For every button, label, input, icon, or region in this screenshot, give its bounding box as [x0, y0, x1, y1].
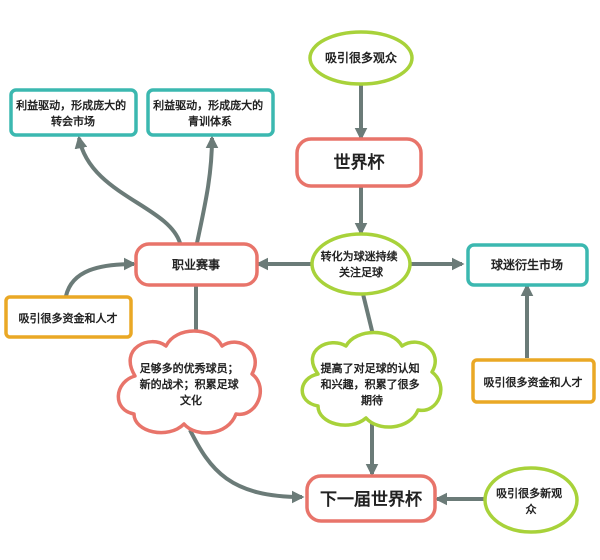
node-top-viewers-label: 吸引很多观众	[325, 50, 398, 65]
node-convert-fans-line-1: 转化为球迷持续	[321, 249, 398, 263]
node-youth-system-line-2: 青训体系	[188, 114, 232, 128]
node-players-culture-cloud: 足够多的优秀球员； 新的战术；积累足球 文化	[116, 329, 263, 435]
node-awareness-label: 提高了对足球的认知 和兴趣，积累了很多 期待	[321, 361, 424, 407]
node-convert-fans: 转化为球迷持续 关注足球	[310, 232, 412, 296]
node-youth-system-label: 利益驱动，形成庞大的 青训体系	[153, 98, 267, 128]
node-convert-fans-line-2: 关注足球	[339, 265, 384, 279]
node-convert-fans-label: 转化为球迷持续 关注足球	[321, 249, 402, 279]
node-transfer-market: 利益驱动，形成庞大的 转会市场	[9, 88, 138, 137]
arrow-funds-to-league	[64, 257, 137, 297]
node-new-viewers: 吸引很多新观 众	[483, 466, 579, 534]
node-youth-system: 利益驱动，形成庞大的 青训体系	[146, 88, 275, 137]
node-transfer-market-line-1: 利益驱动，形成庞大的	[16, 98, 126, 112]
node-fan-market-label: 球迷衍生市场	[491, 257, 563, 272]
node-players-culture-line-2: 新的战术；积累足球	[140, 377, 240, 391]
node-funds-right-label: 吸引很多资金和人才	[484, 375, 583, 389]
node-awareness-cloud: 提高了对足球的认知 和兴趣，积累了很多 期待	[300, 330, 443, 429]
node-fan-market: 球迷衍生市场	[466, 243, 589, 287]
node-players-culture-line-1: 足够多的优秀球员；	[140, 361, 239, 375]
node-funds-right: 吸引很多资金和人才	[471, 358, 596, 404]
node-next-world-cup-label: 下一届世界杯	[320, 489, 422, 510]
arrow-players-to-next	[188, 429, 305, 504]
node-pro-league-label: 职业赛事	[172, 257, 220, 272]
node-new-viewers-label: 吸引很多新观 众	[496, 486, 566, 516]
node-youth-system-line-1: 利益驱动，形成庞大的	[153, 98, 263, 112]
node-awareness-line-2: 和兴趣，积累了很多	[321, 377, 420, 391]
node-world-cup-label: 世界杯	[334, 152, 385, 173]
node-transfer-market-line-2: 转会市场	[51, 114, 95, 128]
arrow-league-to-youth	[195, 135, 219, 244]
node-funds-left-label: 吸引很多资金和人才	[19, 311, 118, 325]
node-new-viewers-line-1: 吸引很多新观	[496, 486, 562, 500]
node-top-viewers: 吸引很多观众	[308, 30, 414, 86]
node-players-culture-label: 足够多的优秀球员； 新的战术；积累足球 文化	[140, 361, 243, 407]
node-world-cup: 世界杯	[295, 137, 423, 188]
arrow-league-to-transfer	[74, 135, 182, 244]
node-new-viewers-line-2: 众	[526, 502, 538, 516]
node-next-world-cup: 下一届世界杯	[305, 474, 437, 523]
node-funds-left: 吸引很多资金和人才	[4, 295, 133, 339]
node-pro-league: 职业赛事	[134, 242, 259, 287]
node-awareness-line-1: 提高了对足球的认知	[321, 361, 420, 375]
arrows	[64, 84, 534, 506]
node-players-culture-line-3: 文化	[180, 393, 202, 407]
node-awareness-line-3: 期待	[361, 393, 383, 407]
node-transfer-market-label: 利益驱动，形成庞大的 转会市场	[16, 98, 130, 128]
